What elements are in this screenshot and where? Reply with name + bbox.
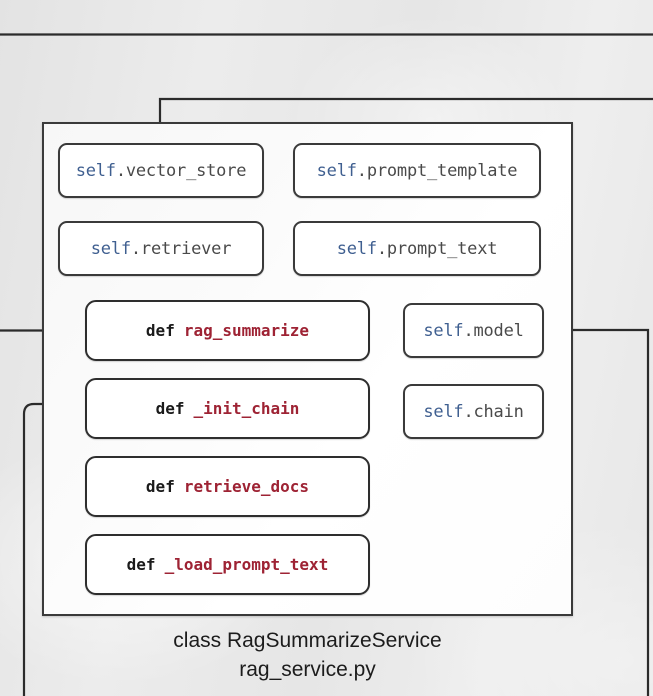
caption-file-name: rag_service.py [239,658,376,681]
self-keyword: self [316,160,357,181]
self-keyword: self [423,401,464,422]
self-keyword: self [423,320,464,341]
def-keyword: def [155,399,185,418]
method-retrieve-docs[interactable]: def retrieve_docs [85,456,370,517]
attribute-name: .prompt_template [356,160,518,181]
class-container[interactable] [42,122,573,616]
method-name: _init_chain [193,399,300,418]
attribute-name: .prompt_text [376,238,498,259]
self-keyword: self [75,160,116,181]
attribute-prompt-template[interactable]: self.prompt_template [293,143,541,198]
attribute-chain[interactable]: self.chain [403,384,544,439]
attribute-vector-store[interactable]: self.vector_store [58,143,264,198]
attribute-model[interactable]: self.model [403,303,544,358]
method-rag-summarize[interactable]: def rag_summarize [85,300,370,361]
def-keyword: def [145,321,175,340]
attribute-name: .vector_store [115,160,247,181]
caption-class-name: class RagSummarizeService [173,629,442,652]
method-name: rag_summarize [183,321,310,340]
attribute-name: .model [463,320,524,341]
attribute-name: .retriever [130,238,232,259]
class-caption: class RagSummarizeService rag_service.py [42,626,573,684]
method-load-prompt-text[interactable]: def _load_prompt_text [85,534,370,595]
def-keyword: def [145,477,175,496]
attribute-retriever[interactable]: self.retriever [58,221,264,276]
def-keyword: def [126,555,156,574]
method-name: retrieve_docs [183,477,310,496]
self-keyword: self [90,238,131,259]
method-name: _load_prompt_text [164,555,329,574]
attribute-name: .chain [463,401,524,422]
method-init-chain[interactable]: def _init_chain [85,378,370,439]
incoming-arrow-right-path [560,328,650,696]
attribute-prompt-text[interactable]: self.prompt_text [293,221,541,276]
self-keyword: self [336,238,377,259]
